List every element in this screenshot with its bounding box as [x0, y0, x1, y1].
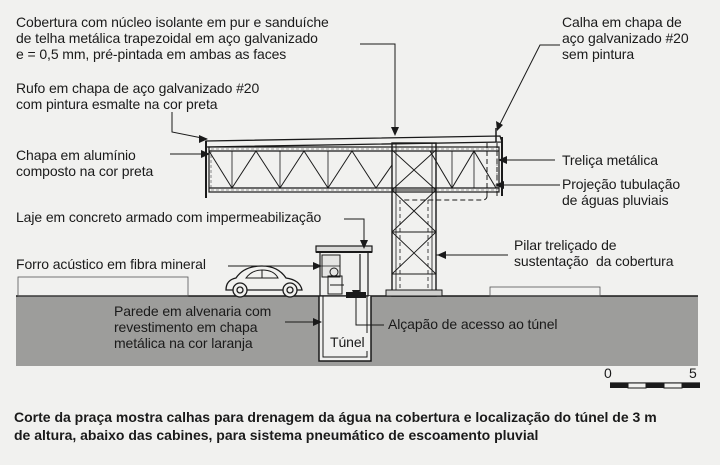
label-projecao: Projeção tubulação de águas pluviais	[560, 176, 683, 208]
car	[225, 265, 303, 298]
lattice-column	[385, 142, 443, 297]
label-alcapao: Alçapão de acesso ao túnel	[386, 316, 560, 332]
label-rufo: Rufo em chapa de aço galvanizado #20 com…	[14, 80, 262, 112]
leader-lines	[170, 43, 585, 326]
label-chapa-aluminio: Chapa em alumínio composto na cor preta	[14, 147, 156, 179]
label-tunel: Túnel	[327, 333, 368, 351]
scale-min: 0	[604, 365, 612, 381]
leader-alcapao	[355, 296, 384, 326]
leader-laje	[344, 218, 365, 246]
label-trelica: Treliça metálica	[560, 152, 660, 168]
label-forro: Forro acústico em fibra mineral	[14, 256, 208, 272]
scale-bar	[610, 382, 700, 389]
label-calha: Calha em chapa de aço galvanizado #20 se…	[560, 14, 691, 62]
label-cobertura: Cobertura com núcleo isolante em pur e s…	[14, 14, 331, 62]
figure-caption: Corte da praça mostra calhas para drenag…	[14, 409, 657, 443]
toll-booth	[315, 245, 373, 297]
scale-max: 5	[689, 365, 697, 381]
background-wall-right	[489, 286, 601, 297]
drain-pipe-projection	[404, 143, 498, 201]
leader-arrowheads	[199, 121, 507, 326]
metal-truss	[208, 146, 500, 193]
background-wall-left	[17, 276, 189, 297]
leader-rufo	[171, 110, 208, 140]
label-parede: Parede em alvenaria com revestimento em …	[112, 303, 274, 351]
leader-cobertura	[360, 43, 396, 133]
label-pilar: Pilar treliçado de sustentação da cobert…	[512, 237, 676, 269]
tunnel	[318, 296, 372, 362]
label-laje: Laje em concreto armado com impermeabili…	[14, 209, 324, 225]
